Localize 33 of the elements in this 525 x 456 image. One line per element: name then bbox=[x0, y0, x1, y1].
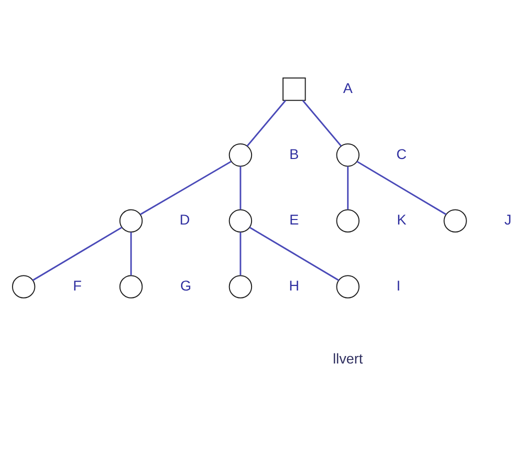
connector bbox=[32, 226, 122, 281]
node-box bbox=[282, 78, 306, 101]
node-circle bbox=[228, 143, 252, 167]
node-label: D bbox=[180, 212, 190, 229]
node-circle bbox=[119, 209, 143, 233]
connector bbox=[246, 100, 286, 147]
connector bbox=[130, 232, 132, 276]
connector bbox=[302, 100, 342, 147]
node-circle bbox=[12, 275, 36, 298]
node-circle bbox=[336, 209, 360, 233]
connector bbox=[240, 232, 242, 276]
node-circle bbox=[444, 209, 467, 233]
connector bbox=[240, 166, 242, 210]
node-label: G bbox=[180, 278, 192, 295]
connector bbox=[356, 160, 447, 216]
node-label: E bbox=[289, 212, 299, 229]
node-label: A bbox=[343, 80, 353, 97]
connector bbox=[249, 226, 340, 281]
node-circle bbox=[336, 143, 360, 167]
connector bbox=[347, 166, 349, 210]
node-label: F bbox=[73, 278, 82, 295]
node-circle bbox=[336, 275, 360, 298]
node-label: I bbox=[396, 278, 400, 295]
node-label: H bbox=[289, 278, 300, 295]
node-circle bbox=[228, 275, 252, 298]
node-circle bbox=[119, 275, 143, 298]
node-circle bbox=[228, 209, 252, 233]
node-label: J bbox=[504, 212, 512, 229]
connector bbox=[140, 160, 232, 216]
label: llvert bbox=[332, 351, 363, 368]
node-label: C bbox=[396, 146, 407, 163]
node-label: B bbox=[289, 146, 299, 163]
node-label: K bbox=[396, 212, 406, 229]
